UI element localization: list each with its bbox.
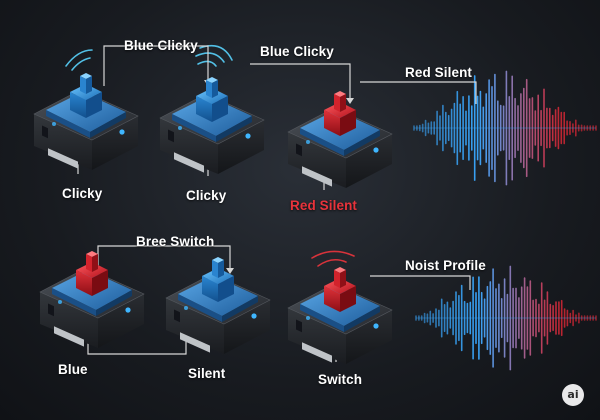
red-switch-2 — [39, 250, 145, 349]
caption-red-silent: Red Silent — [290, 198, 358, 213]
sound-wave-icon — [415, 265, 597, 371]
label-red-silent-connector: Red Silent — [405, 65, 473, 80]
red-switch-1 — [287, 90, 393, 189]
red-switch-3 — [287, 266, 393, 365]
ai-badge: ai — [562, 384, 584, 406]
sound-wave-icon — [413, 70, 597, 186]
label-blue-clicky-2: Blue Clicky — [260, 44, 334, 59]
blue-switch-3 — [165, 256, 271, 355]
blue-switch-2 — [159, 76, 265, 175]
label-blue-clicky-1: Blue Clicky — [124, 38, 198, 53]
caption-silent: Silent — [188, 366, 226, 381]
label-noist-profile: Noist Profile — [405, 258, 486, 273]
sound-arcs-icon — [65, 49, 93, 71]
caption-blue: Blue — [58, 362, 88, 377]
label-bree-switch: Bree Switch — [136, 234, 215, 249]
caption-clicky-1: Clicky — [62, 186, 103, 201]
blue-switch-1 — [33, 72, 139, 171]
caption-clicky-2: Clicky — [186, 188, 227, 203]
sound-arcs-icon — [311, 250, 355, 267]
caption-switch: Switch — [318, 372, 363, 387]
sound-arcs-icon — [195, 44, 233, 67]
